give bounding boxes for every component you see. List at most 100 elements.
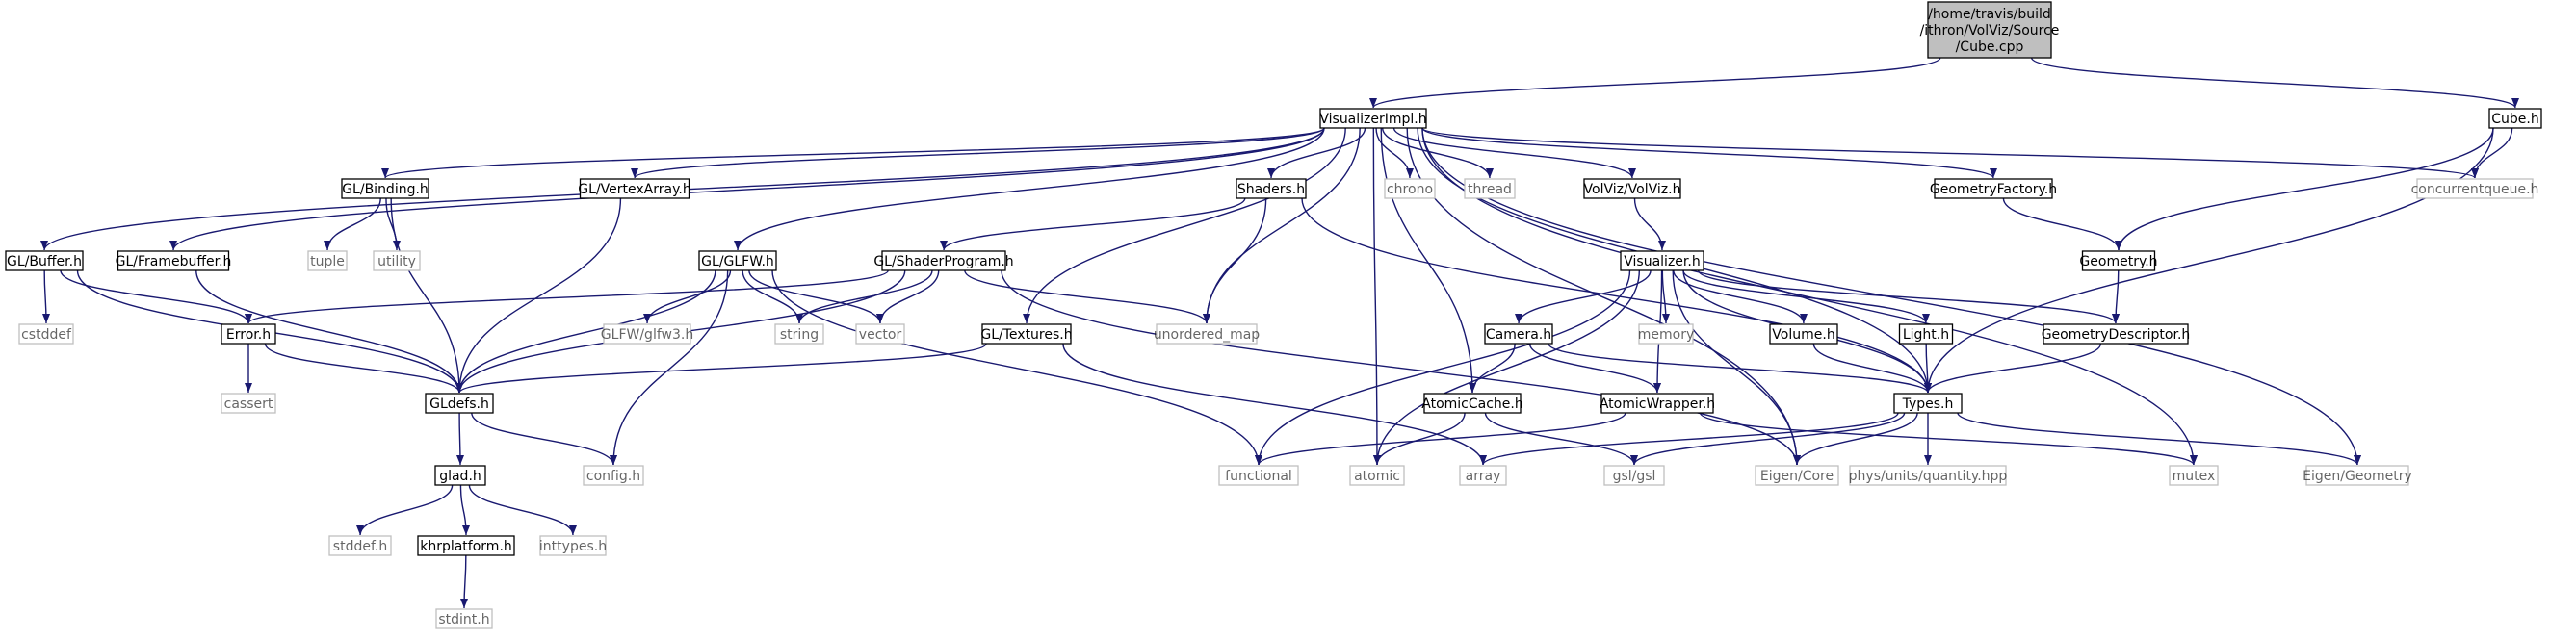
edge-atomicwrapper-h-to-functional bbox=[1255, 412, 1626, 466]
edge-types-h-to-gsl-gsl bbox=[1630, 412, 1906, 466]
node-label: chrono bbox=[1387, 182, 1433, 197]
node-box bbox=[1893, 393, 1963, 414]
edge-visualizerimpl-h-to-chrono bbox=[1375, 127, 1414, 179]
node-label: stddef.h bbox=[333, 539, 387, 554]
node-cube-h[interactable]: Cube.h bbox=[2488, 108, 2542, 129]
node-cassert: cassert bbox=[221, 393, 276, 414]
node-label: AtomicWrapper.h bbox=[1600, 396, 1715, 412]
node-inttypes-h: inttypes.h bbox=[539, 535, 607, 556]
node-box bbox=[435, 608, 493, 629]
node-stddef-h: stddef.h bbox=[328, 535, 392, 556]
node-eigen-geometry: Eigen/Geometry bbox=[2303, 465, 2412, 486]
node-box bbox=[583, 465, 644, 486]
node-volume-h[interactable]: Volume.h bbox=[1769, 323, 1838, 345]
node-atomic: atomic bbox=[1349, 465, 1405, 486]
edge-cube-h-to-concurrentqueue-h bbox=[2471, 127, 2513, 179]
node-gl-vertexarray-h[interactable]: GL/VertexArray.h bbox=[578, 178, 691, 199]
edge-gl-shaderprogram-h-to-error-h bbox=[245, 269, 889, 324]
node-cube-cpp[interactable]: /home/travis/build/ithron/VolViz/Source/… bbox=[1920, 1, 2060, 59]
edge-visualizerimpl-h-to-thread bbox=[1381, 127, 1494, 179]
edge-geometrydescriptor-h-to-types-h bbox=[1924, 343, 2102, 394]
node-label: cstddef bbox=[21, 327, 72, 343]
node-config-h: config.h bbox=[583, 465, 644, 486]
node-label: Visualizer.h bbox=[1624, 254, 1700, 269]
node-box bbox=[1583, 178, 1681, 199]
edge-shaders-h-to-gl-shaderprogram-h bbox=[940, 197, 1246, 251]
node-box bbox=[1459, 465, 1507, 486]
node-box bbox=[579, 178, 690, 199]
edge-atomiccache-h-to-atomic bbox=[1373, 412, 1466, 466]
node-label: /home/travis/build bbox=[1928, 7, 2051, 22]
node-atomiccache-h[interactable]: AtomicCache.h bbox=[1421, 393, 1523, 414]
node-visualizerimpl-h[interactable]: VisualizerImpl.h bbox=[1319, 108, 1427, 129]
node-geometryfactory-h[interactable]: GeometryFactory.h bbox=[1930, 178, 2057, 199]
node-label: config.h bbox=[586, 469, 640, 484]
node-box bbox=[1349, 465, 1405, 486]
node-label: Camera.h bbox=[1486, 327, 1551, 343]
node-label: cassert bbox=[224, 396, 273, 412]
node-atomicwrapper-h[interactable]: AtomicWrapper.h bbox=[1600, 393, 1715, 414]
node-geometrydescriptor-h[interactable]: GeometryDescriptor.h bbox=[2042, 323, 2191, 345]
edge-cube-h-to-geometry-h bbox=[2115, 127, 2494, 251]
edge-gl-framebuffer-h-to-gldefs-h bbox=[195, 269, 463, 394]
node-gl-buffer-h[interactable]: GL/Buffer.h bbox=[5, 250, 84, 271]
node-thread: thread bbox=[1464, 178, 1516, 199]
edge-geometryfactory-h-to-geometry-h bbox=[2002, 197, 2122, 251]
node-types-h[interactable]: Types.h bbox=[1893, 393, 1963, 414]
node-box bbox=[307, 250, 348, 271]
node-camera-h[interactable]: Camera.h bbox=[1484, 323, 1553, 345]
node-label: Geometry.h bbox=[2079, 254, 2157, 269]
node-label: GL/Binding.h bbox=[342, 182, 429, 197]
node-label: GL/GLFW.h bbox=[701, 254, 774, 269]
node-label: /ithron/VolViz/Source bbox=[1920, 23, 2060, 38]
node-visualizer-h[interactable]: Visualizer.h bbox=[1620, 250, 1704, 271]
node-gl-framebuffer-h[interactable]: GL/Framebuffer.h bbox=[116, 250, 232, 271]
node-label: tuple bbox=[310, 254, 345, 269]
node-gl-shaderprogram-h[interactable]: GL/ShaderProgram.h bbox=[873, 250, 1014, 271]
node-box bbox=[1384, 178, 1436, 199]
node-box bbox=[1236, 178, 1307, 199]
node-volviz-h[interactable]: VolViz/VolViz.h bbox=[1583, 178, 1681, 199]
edge-gl-binding-h-to-utility bbox=[385, 197, 401, 251]
edge-camera-h-to-atomiccache-h bbox=[1469, 343, 1516, 394]
node-gl-binding-h[interactable]: GL/Binding.h bbox=[341, 178, 429, 199]
edge-visualizerimpl-h-to-geometryfactory-h bbox=[1421, 127, 1997, 179]
edge-gl-textures-h-to-gldefs-h bbox=[455, 343, 987, 394]
edge-glad-h-to-khrplatform-h bbox=[459, 484, 470, 536]
edge-geometry-h-to-geometrydescriptor-h bbox=[2112, 269, 2121, 324]
node-label: VisualizerImpl.h bbox=[1319, 112, 1426, 127]
node-tuple: tuple bbox=[307, 250, 348, 271]
node-box bbox=[1620, 250, 1704, 271]
edge-khrplatform-h-to-stdint-h bbox=[460, 554, 469, 609]
node-box bbox=[425, 393, 494, 414]
node-glad-h[interactable]: glad.h bbox=[434, 465, 486, 486]
edge-gl-buffer-h-to-error-h bbox=[60, 269, 252, 324]
edge-visualizerimpl-h-to-atomiccache-h bbox=[1380, 127, 1476, 394]
node-gldefs-h[interactable]: GLdefs.h bbox=[425, 393, 494, 414]
node-utility: utility bbox=[373, 250, 421, 271]
node-geometry-h[interactable]: Geometry.h bbox=[2079, 250, 2158, 271]
node-gl-glfw-h[interactable]: GL/GLFW.h bbox=[698, 250, 777, 271]
node-box bbox=[2081, 250, 2156, 271]
node-error-h[interactable]: Error.h bbox=[221, 323, 276, 345]
node-khrplatform-h[interactable]: khrplatform.h bbox=[417, 535, 515, 556]
edge-volume-h-to-types-h bbox=[1812, 343, 1932, 394]
node-label: memory bbox=[1638, 327, 1695, 343]
edge-gl-binding-h-to-gldefs-h bbox=[390, 197, 463, 394]
node-label: /Cube.cpp bbox=[1956, 39, 2024, 55]
node-box bbox=[373, 250, 421, 271]
node-box bbox=[117, 250, 230, 271]
node-label: Shaders.h bbox=[1237, 182, 1305, 197]
node-functional: functional bbox=[1218, 465, 1299, 486]
edge-volviz-h-to-visualizer-h bbox=[1633, 197, 1666, 251]
edge-gl-shaderprogram-h-to-vector bbox=[876, 269, 940, 324]
edge-gl-binding-h-to-tuple bbox=[324, 197, 381, 251]
node-label: gsl/gsl bbox=[1613, 469, 1656, 484]
node-light-h[interactable]: Light.h bbox=[1898, 323, 1954, 345]
edge-gl-glfw-h-to-functional bbox=[771, 269, 1262, 466]
node-gl-textures-h[interactable]: GL/Textures.h bbox=[980, 323, 1073, 345]
node-box bbox=[221, 323, 276, 345]
node-label: stdint.h bbox=[438, 612, 489, 627]
node-shaders-h[interactable]: Shaders.h bbox=[1236, 178, 1307, 199]
